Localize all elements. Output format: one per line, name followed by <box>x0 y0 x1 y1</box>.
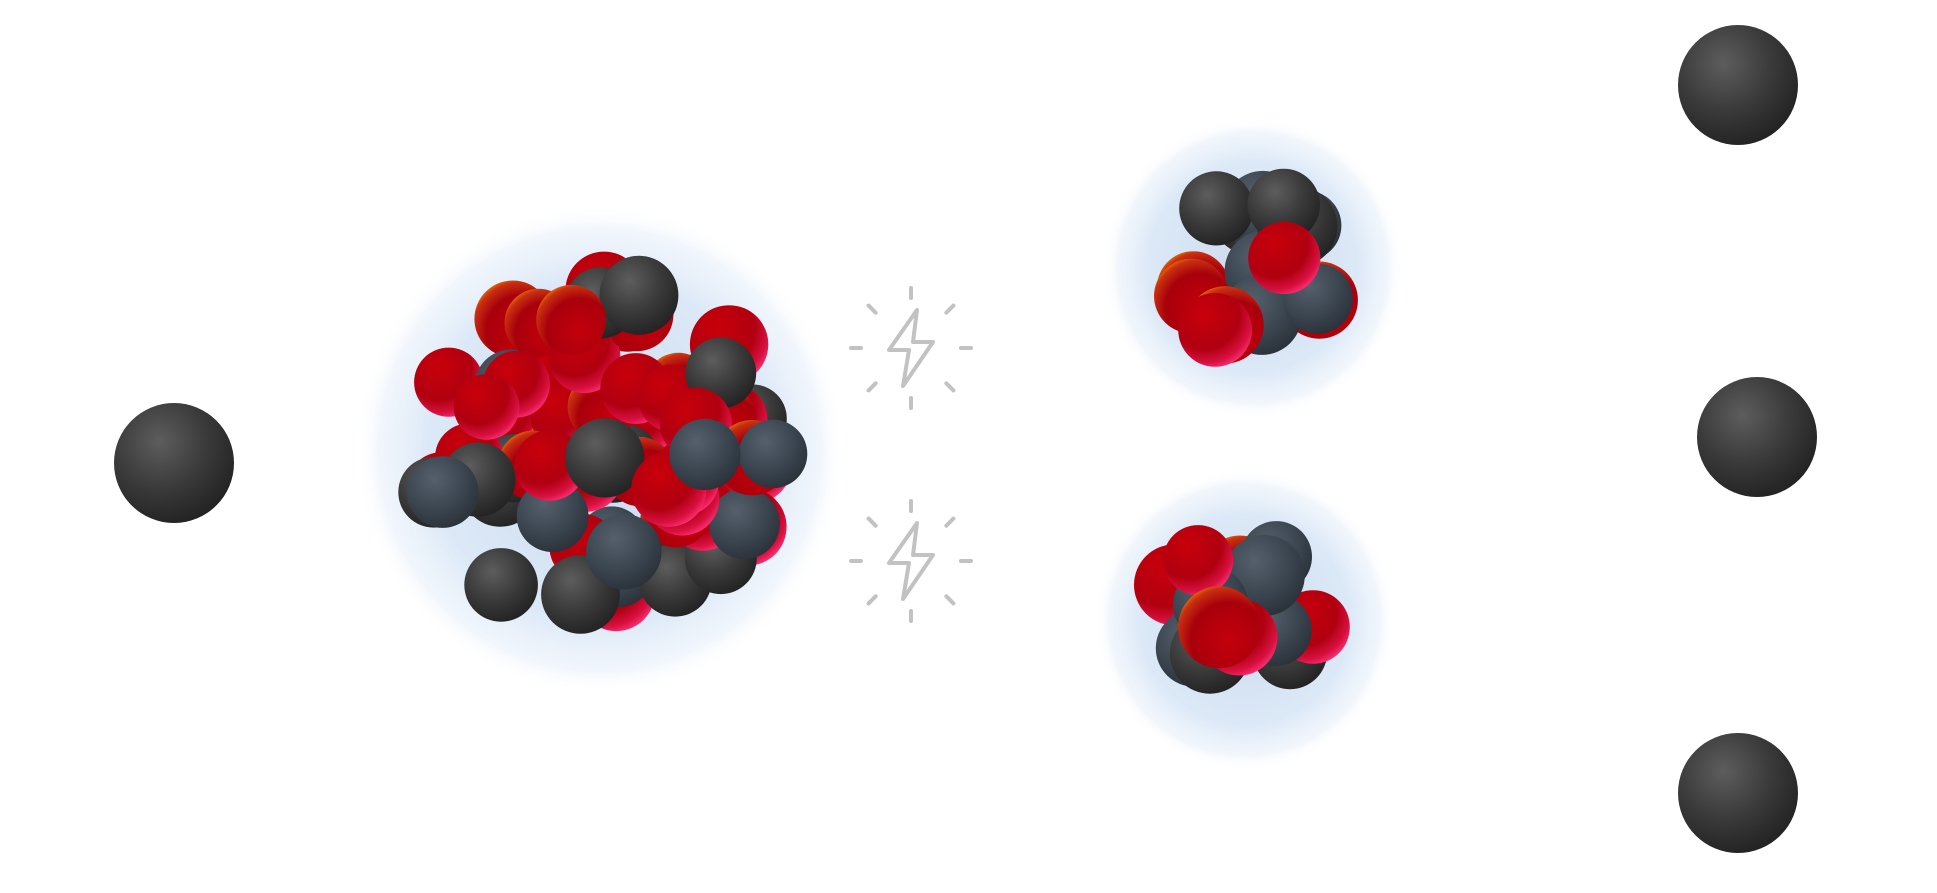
neutron-sphere <box>114 403 234 523</box>
proton-sphere <box>453 374 520 440</box>
proton-sphere <box>536 284 607 355</box>
proton-sphere <box>1178 586 1261 669</box>
neutron-sphere <box>738 419 808 489</box>
particle-layer <box>114 25 1817 853</box>
parent-nucleus <box>398 251 808 634</box>
fission-product-bottom <box>1134 521 1350 694</box>
neutron-sphere <box>1678 733 1798 853</box>
proton-sphere <box>1163 525 1234 596</box>
neutron-sphere <box>406 456 479 528</box>
neutron-sphere <box>1697 377 1817 497</box>
neutron-sphere <box>586 514 662 590</box>
neutron-sphere <box>1678 25 1798 145</box>
neutron-sphere <box>1247 168 1320 242</box>
lightning-bolt-icon <box>849 499 973 623</box>
neutron-sphere <box>565 418 645 498</box>
proton-sphere <box>1178 293 1252 367</box>
neutron-sphere <box>464 548 538 622</box>
neutron-sphere <box>1179 171 1254 246</box>
neutron-sphere <box>599 255 679 335</box>
neutron-sphere <box>669 418 741 490</box>
energy-layer <box>849 286 973 623</box>
lightning-bolt-icon <box>849 286 973 410</box>
neutron-sphere <box>709 488 780 560</box>
fission-product-top <box>1154 168 1358 367</box>
proton-sphere <box>1248 221 1321 295</box>
neutron-sphere <box>516 480 589 553</box>
